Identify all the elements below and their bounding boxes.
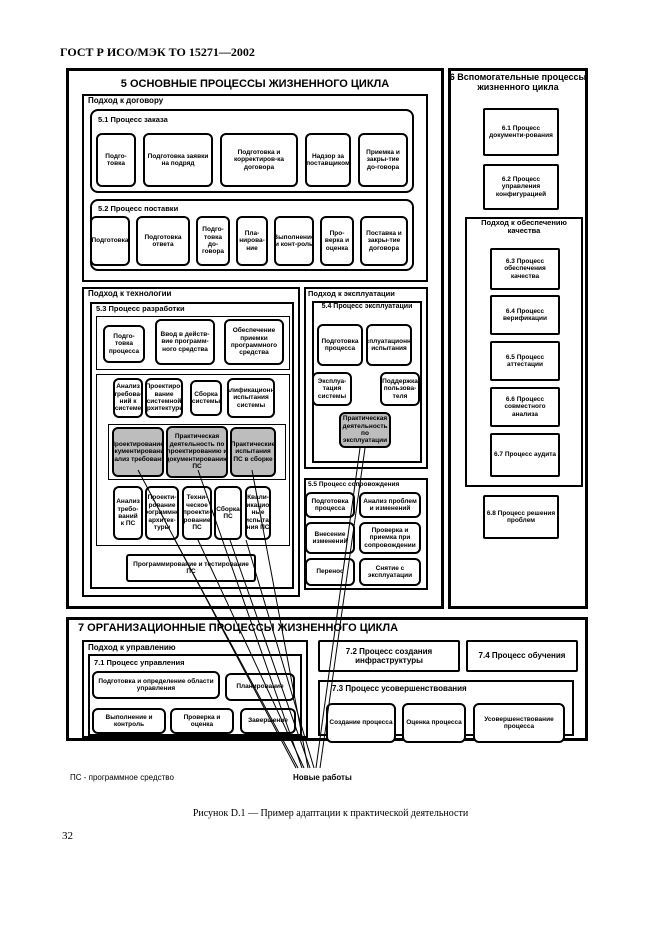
development-item: Техни-ческое проекти-рование ПС: [182, 486, 212, 540]
supply-item: Про-верка и оценка: [320, 216, 354, 266]
development-practice-item: Проектирование, документирование, анализ…: [112, 427, 164, 477]
operation-approach-title: Подход к эксплуатации: [308, 289, 395, 298]
legend-ps: ПС - программное средство: [70, 773, 174, 782]
improvement-item: Усовершенствование процесса: [473, 703, 565, 743]
development-item: Анализ требова-ний к системе: [113, 378, 143, 418]
training-process: 7.4 Процесс обучения: [466, 640, 578, 672]
programming-testing-box: Программирование и тестирование ПС: [126, 554, 256, 582]
quality-item: 6.3 Процесс обеспечения качества: [490, 248, 560, 290]
management-process-title: 7.1 Процесс управления: [94, 658, 185, 667]
acquisition-item: Подго-товка: [96, 133, 136, 187]
maintenance-item: Перенос: [305, 558, 355, 586]
management-item: Подготовка и определение области управле…: [92, 671, 220, 699]
support-item: 6.1 Процесс документи-рования: [483, 108, 559, 156]
maintenance-item: Подготовка процесса: [305, 492, 355, 518]
quality-item: 6.7 Процесс аудита: [490, 433, 560, 477]
supply-item: Выполнение и конт-роль: [274, 216, 314, 266]
development-practice-item: Практическая деятельность по проектирова…: [166, 426, 228, 478]
supply-item: Подготовка ответа: [136, 216, 190, 266]
management-item: Завершение: [240, 708, 296, 734]
acquisition-process: [90, 109, 414, 193]
development-process-title: 5.3 Процесс разработки: [96, 304, 185, 313]
maintenance-process-title: 5.5 Процесс сопровождения: [308, 481, 400, 488]
contract-approach-title: Подход к договору: [88, 96, 164, 105]
page-number: 32: [62, 830, 73, 842]
operation-approach-frame: [304, 287, 428, 469]
management-item: Планирование: [225, 673, 295, 701]
acquisition-item: Подготовка заявки на подряд: [143, 133, 213, 187]
operation-item: Эксплуатационные испытания: [366, 324, 412, 366]
development-top-group: [96, 316, 290, 370]
support-item: 6.8 Процесс решения проблем: [483, 495, 559, 539]
quality-approach-frame: [465, 217, 583, 487]
acquisition-item: Приемка и закры-тие до-говора: [358, 133, 408, 187]
management-approach-title: Подход к управлению: [88, 643, 176, 652]
acquisition-process-title: 5.1 Процесс заказа: [98, 115, 168, 124]
figure-caption: Рисунок D.1 — Пример адаптации к практич…: [192, 808, 469, 819]
quality-item: 6.5 Процесс аттестации: [490, 341, 560, 381]
operation-item: Поддержка пользова-теля: [380, 372, 420, 406]
development-item: Подго-товка процесса: [103, 325, 145, 363]
supply-item: Пла-нирова-ние: [236, 216, 268, 266]
management-item: Проверка и оценка: [170, 708, 234, 734]
development-practice-item: Практические испытания ПС в сборке: [230, 427, 276, 477]
operation-process-title: 5.4 Процесс эксплуатации: [321, 303, 413, 310]
maintenance-item: Внесение изменений: [305, 522, 355, 554]
operation-practice-item: Практическая деятельность по эксплуатаци…: [339, 412, 391, 448]
development-item: Проекти-рование программной архитек-туры: [145, 486, 179, 540]
development-item: Обеспечение приемки программного средств…: [224, 319, 284, 365]
technology-approach-title: Подход к технологии: [88, 289, 172, 298]
support-item: 6.2 Процесс управления конфигурацией: [483, 164, 559, 210]
development-item: Анализ требо-ваний к ПС: [113, 486, 143, 540]
operation-item: Эксплуа-тация системы: [312, 372, 352, 406]
development-item: Квали-фикацион-ные испыта-ния ПС: [245, 486, 271, 540]
maintenance-item: Анализ проблем и изменений: [359, 492, 421, 518]
supply-item: Подго-товка до-говора: [196, 216, 230, 266]
improvement-item: Создание процесса: [326, 703, 396, 743]
development-item: Квалификационные испытания системы: [227, 378, 275, 418]
development-item: Сборка ПС: [214, 486, 242, 540]
support-processes-title: 6 Вспомогательные процессы жизненного ци…: [449, 72, 587, 92]
improvement-item: Оценка процесса: [402, 703, 466, 743]
development-item: Ввод в действ-вие программ-ного средства: [155, 319, 215, 365]
maintenance-item: Снятие с эксплуатации: [359, 558, 421, 586]
main-processes-title: 5 ОСНОВНЫЕ ПРОЦЕССЫ ЖИЗНЕННОГО ЦИКЛА: [120, 78, 390, 90]
maintenance-item: Проверка и приемка при сопровождении: [359, 522, 421, 554]
acquisition-item: Надзор за поставщиком: [305, 133, 351, 187]
supply-item: Подготовка: [90, 216, 130, 266]
development-item: Сборка системы: [190, 380, 222, 416]
legend-new-activities: Новые работы: [293, 773, 352, 782]
supply-process-title: 5.2 Процесс поставки: [98, 204, 179, 213]
support-processes-frame: [448, 68, 588, 609]
development-item: Проектиро-вание системной архитектуры: [145, 378, 183, 418]
acquisition-item: Подготовка и корректиров-ка договора: [220, 133, 298, 187]
infrastructure-process: 7.2 Процесс создания инфраструктуры: [318, 640, 460, 672]
supply-item: Поставка и закры-тие договора: [360, 216, 408, 266]
operation-item: Подготовка процесса: [317, 324, 363, 366]
quality-item: 6.6 Процесс совместного анализа: [490, 387, 560, 427]
quality-item: 6.4 Процесс верификации: [490, 295, 560, 335]
contract-approach-frame: [82, 94, 428, 282]
improvement-process-title: 7.3 Процесс усовершенствования: [332, 684, 467, 693]
organizational-processes-title: 7 ОРГАНИЗАЦИОННЫЕ ПРОЦЕССЫ ЖИЗНЕННОГО ЦИ…: [78, 622, 399, 634]
management-item: Выполнение и контроль: [92, 708, 166, 734]
document-header: ГОСТ Р ИСО/МЭК ТО 15271—2002: [60, 45, 255, 59]
quality-approach-title: Подход к обеспечению качества: [481, 218, 567, 236]
